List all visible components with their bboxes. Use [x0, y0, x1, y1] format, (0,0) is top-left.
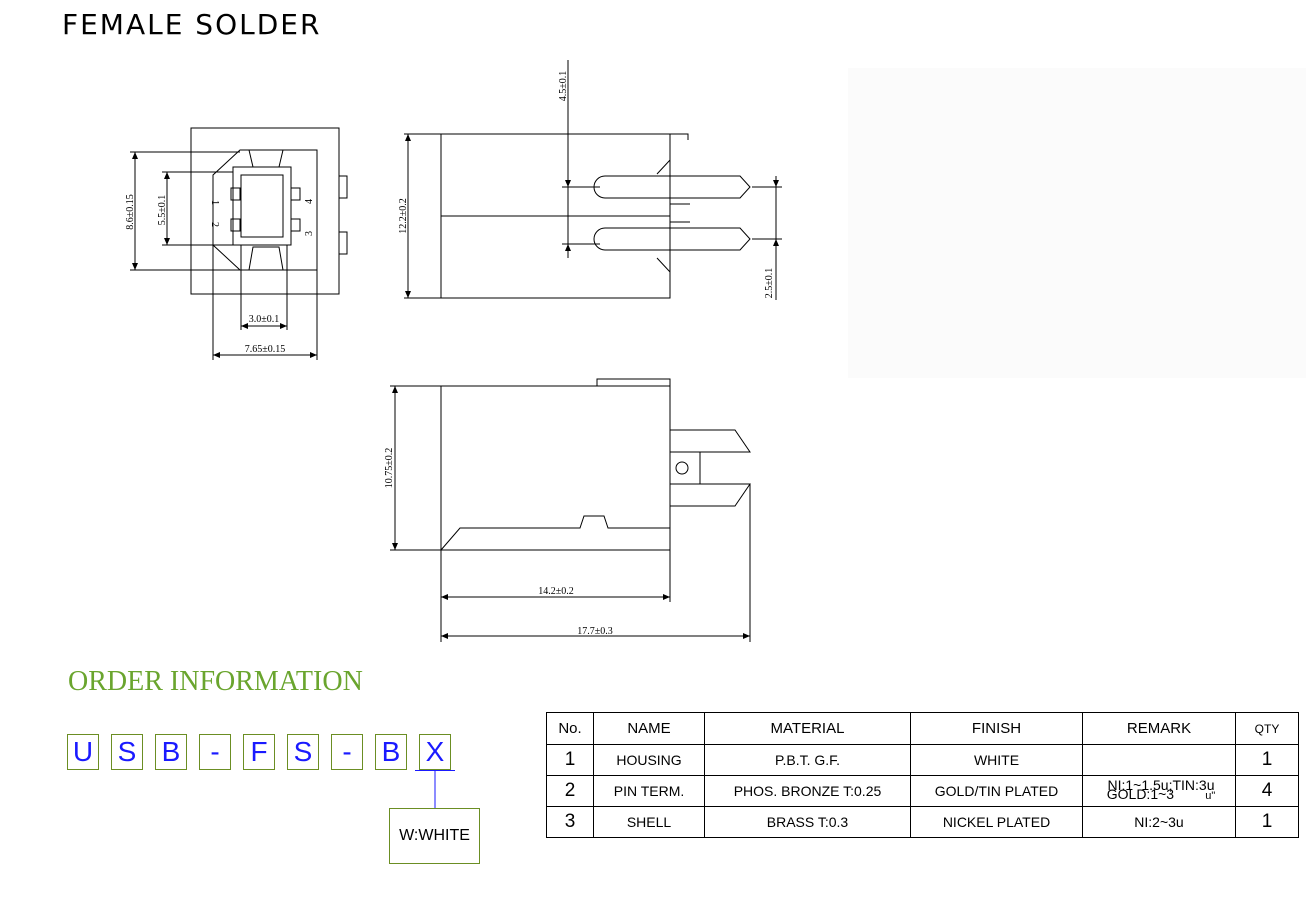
row-no: 1 — [546, 744, 594, 776]
dim-pin-top-offset: 4.5±0.1 — [558, 71, 569, 102]
code-char-9: X — [419, 734, 451, 770]
header-qty: QTY — [1235, 712, 1299, 745]
table-row: 2 PIN TERM. PHOS. BRONZE T:0.25 GOLD/TIN… — [546, 775, 1299, 807]
remark-gold: GOLD:1~3 — [1106, 786, 1175, 802]
pin-number-4: 4 — [304, 199, 315, 204]
row-material: PHOS. BRONZE T:0.25 — [704, 775, 911, 807]
code-char-8: B — [375, 734, 407, 770]
bom-table: No. NAME MATERIAL FINISH REMARK QTY 1 HO… — [546, 712, 1299, 838]
row-name: PIN TERM. — [593, 775, 705, 807]
row-finish: NICKEL PLATED — [910, 806, 1083, 838]
dim-bottom-height: 10.75±0.2 — [384, 448, 395, 489]
dim-front-height-outer: 8.6±0.15 — [125, 194, 136, 230]
row-qty: 1 — [1235, 744, 1299, 776]
side-view — [404, 60, 782, 300]
watermark-area — [848, 68, 1306, 378]
row-qty: 1 — [1235, 806, 1299, 838]
variant-box: W:WHITE — [389, 808, 480, 864]
dim-total-length: 17.7±0.3 — [577, 626, 613, 637]
header-no: No. — [546, 712, 594, 745]
dim-front-width-inner: 3.0±0.1 — [249, 314, 280, 325]
row-no: 3 — [546, 806, 594, 838]
remark-unit: u" — [1205, 790, 1216, 802]
dim-front-width-outer: 7.65±0.15 — [245, 344, 286, 355]
code-char-3: B — [155, 734, 187, 770]
code-underline — [415, 770, 455, 771]
front-view — [130, 127, 348, 360]
table-row: 3 SHELL BRASS T:0.3 NICKEL PLATED NI:2~3… — [546, 806, 1299, 838]
header-finish: FINISH — [910, 712, 1083, 745]
remark-line-2: GOLD:1~3 u" — [1087, 787, 1235, 802]
header-material: MATERIAL — [704, 712, 911, 745]
order-info-title: ORDER INFORMATION — [68, 666, 363, 697]
code-char-7: - — [331, 734, 363, 770]
dim-front-height-inner: 5.5±0.1 — [157, 195, 168, 226]
pin-number-1: 1 — [209, 200, 220, 205]
row-no: 2 — [546, 775, 594, 807]
drawing-title: FEMALE SOLDER — [62, 8, 322, 41]
row-remark: NI:2~3u — [1082, 806, 1236, 838]
row-name: SHELL — [593, 806, 705, 838]
header-remark: REMARK — [1082, 712, 1236, 745]
table-row: 1 HOUSING P.B.T. G.F. WHITE 1 — [546, 744, 1299, 776]
bom-header-row: No. NAME MATERIAL FINISH REMARK QTY — [546, 712, 1299, 745]
code-char-4: - — [199, 734, 231, 770]
dim-pin-pitch: 2.5±0.1 — [764, 268, 775, 299]
row-remark: NI:1~1.5u;TIN:3u GOLD:1~3 u" — [1082, 775, 1236, 807]
pin-number-2: 2 — [209, 222, 220, 227]
row-qty: 4 — [1235, 775, 1299, 807]
code-char-5: F — [243, 734, 275, 770]
code-char-2: S — [111, 734, 143, 770]
code-char-6: S — [287, 734, 319, 770]
row-finish: GOLD/TIN PLATED — [910, 775, 1083, 807]
bottom-view — [390, 378, 751, 642]
pin-number-3: 3 — [304, 231, 315, 236]
remark-line-1: NI:1~1.5u;TIN:3u — [1107, 777, 1215, 793]
header-name: NAME — [593, 712, 705, 745]
row-name: HOUSING — [593, 744, 705, 776]
dim-side-height: 12.2±0.2 — [398, 198, 409, 234]
row-material: P.B.T. G.F. — [704, 744, 911, 776]
row-material: BRASS T:0.3 — [704, 806, 911, 838]
code-char-1: U — [67, 734, 99, 770]
row-finish: WHITE — [910, 744, 1083, 776]
row-remark — [1082, 744, 1236, 776]
dim-body-length: 14.2±0.2 — [538, 586, 574, 597]
